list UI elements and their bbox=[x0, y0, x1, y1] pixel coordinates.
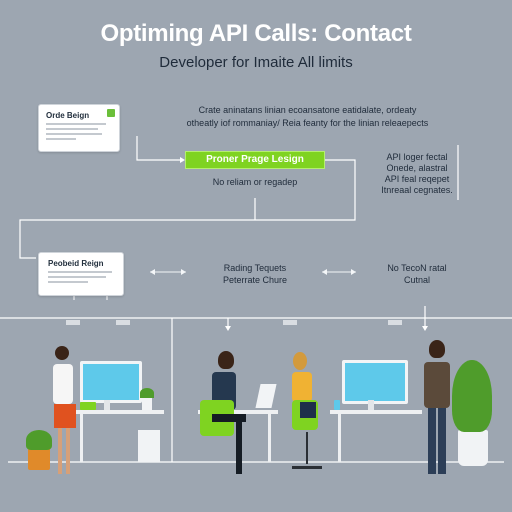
mid-center-line-1: Rading Tequets bbox=[223, 263, 287, 273]
arrow-head-1 bbox=[225, 326, 231, 331]
chair-post bbox=[306, 432, 308, 464]
ceiling-lamp bbox=[283, 320, 297, 325]
mid-center-line-2: Peterrate Chure bbox=[222, 275, 288, 285]
monitor-stand bbox=[368, 400, 374, 410]
mid-right-line-1: No TecoN ratal bbox=[387, 263, 447, 273]
double-arrow-right-head-a bbox=[322, 269, 327, 275]
design-card-top-heading: Orde Beign bbox=[46, 111, 90, 120]
side-note-line-1: API loger fectal bbox=[386, 152, 448, 162]
desk bbox=[198, 410, 278, 414]
person-leg bbox=[66, 428, 70, 474]
connector-card-to-action bbox=[136, 136, 182, 161]
desk-leg bbox=[338, 414, 341, 462]
person-leg bbox=[438, 408, 446, 474]
person-head-hair bbox=[55, 346, 69, 360]
page-subtitle: Developer for Imaite All limits bbox=[159, 54, 353, 71]
intro-note-line-1: Crate aninatans linian ecoansatone eatid… bbox=[198, 105, 417, 115]
monitor-screen bbox=[345, 363, 405, 401]
side-note-line-3: API feal reqepet bbox=[384, 174, 450, 184]
design-card-mid[interactable]: Peobeid Reign bbox=[38, 252, 124, 296]
person-skirt bbox=[54, 404, 76, 428]
plant-pot-large bbox=[458, 430, 488, 466]
mid-right-line-2: Cutnal bbox=[403, 275, 430, 285]
design-card-top[interactable]: Orde Beign bbox=[38, 104, 120, 152]
double-arrow-left-head-a bbox=[150, 269, 155, 275]
monitor-screen bbox=[83, 364, 139, 400]
person-leg bbox=[236, 420, 242, 474]
person-torso bbox=[53, 364, 73, 404]
plant-leaves bbox=[26, 430, 52, 450]
proner-page-design-button[interactable]: Proner Prage Lesign bbox=[185, 151, 325, 169]
placeholder-line bbox=[46, 133, 102, 135]
side-note-line-2: Onede, alastral bbox=[386, 163, 448, 173]
placeholder-line bbox=[46, 138, 76, 140]
chair-base bbox=[292, 466, 322, 469]
person-leg bbox=[58, 428, 62, 474]
arrow-head-3 bbox=[180, 157, 185, 163]
placeholder-line bbox=[48, 271, 112, 273]
monitor bbox=[80, 361, 142, 403]
person-leg bbox=[428, 408, 436, 474]
plant-pot-large bbox=[28, 448, 50, 470]
desk-leg bbox=[80, 414, 83, 462]
person-torso bbox=[424, 362, 450, 408]
page-title: Optiming API Calls: Contact bbox=[100, 20, 412, 47]
connector-action-right bbox=[19, 159, 356, 259]
monitor bbox=[342, 360, 408, 404]
person-legs bbox=[212, 414, 246, 422]
placeholder-line bbox=[48, 276, 106, 278]
plant-leaves bbox=[452, 360, 492, 432]
drawer-cabinet bbox=[138, 430, 160, 462]
ceiling-lamp bbox=[388, 320, 402, 325]
arrow-head-2 bbox=[422, 326, 428, 331]
person-legs bbox=[300, 402, 316, 418]
desk-leg bbox=[268, 414, 271, 462]
double-arrow-right-head-b bbox=[351, 269, 356, 275]
design-card-mid-heading: Peobeid Reign bbox=[48, 259, 104, 268]
intro-note-line-2: otheatly iof rommaniay/ Reia feanty for … bbox=[186, 118, 429, 128]
desk bbox=[330, 410, 422, 414]
desk bbox=[72, 410, 164, 414]
person-head-hair bbox=[293, 352, 307, 370]
ceiling-lamp bbox=[116, 320, 130, 325]
cup bbox=[334, 400, 340, 410]
side-note-line-4: Itnreaal cegnates. bbox=[381, 185, 453, 195]
person-head-hair bbox=[218, 351, 234, 369]
placeholder-line bbox=[46, 123, 106, 125]
person-head-hair bbox=[429, 340, 445, 358]
center-caption: No reliam or regadep bbox=[212, 177, 298, 187]
plant-pot bbox=[142, 398, 152, 410]
plant-leaves bbox=[140, 388, 154, 398]
person-torso bbox=[292, 372, 312, 402]
placeholder-line bbox=[48, 281, 88, 283]
keyboard-accessory bbox=[80, 402, 96, 410]
monitor-stand bbox=[104, 400, 110, 410]
double-arrow-left-head-b bbox=[181, 269, 186, 275]
ceiling-lamp bbox=[66, 320, 80, 325]
placeholder-line bbox=[46, 128, 98, 130]
tag-icon bbox=[107, 109, 115, 117]
